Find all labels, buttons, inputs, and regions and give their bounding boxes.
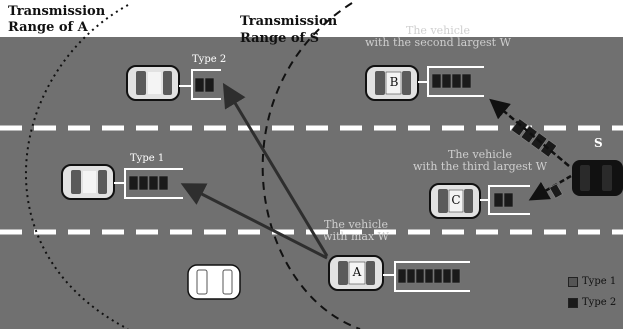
range-a-label: Transmission Range of A bbox=[8, 5, 105, 34]
packet-queue-b bbox=[427, 66, 484, 97]
transmission-range-a bbox=[24, 4, 129, 329]
car-b-label: B bbox=[389, 75, 399, 89]
legend-item-type2: Type 2 bbox=[568, 297, 616, 308]
vehicle-c-note: The vehicle with the third largest W bbox=[405, 149, 555, 172]
car-c bbox=[429, 183, 481, 219]
range-s-label: Transmission Range of S bbox=[240, 15, 337, 45]
legend-label-type1: Type 1 bbox=[582, 276, 617, 287]
legend-swatch-type2 bbox=[568, 297, 578, 308]
car-type2-sender bbox=[126, 65, 180, 101]
transmission-range-s bbox=[261, 2, 361, 329]
vehicle-b-note-line1: The vehicle bbox=[406, 24, 470, 37]
range-a-label-line1: Transmission bbox=[8, 4, 106, 19]
arrow-a-to-type2 bbox=[222, 82, 329, 257]
arrow-s-to-c bbox=[528, 174, 572, 201]
arrow-a-to-type1 bbox=[180, 183, 328, 260]
vehicle-a-note-line1: The vehicle bbox=[324, 218, 388, 231]
car-idle bbox=[187, 264, 241, 300]
vehicle-c-note-line1: The vehicle bbox=[448, 148, 512, 161]
type1-queue-label: Type 1 bbox=[130, 153, 165, 164]
vehicle-a-note: The vehicle with max W bbox=[310, 219, 402, 242]
range-s-label-line2: Range of S bbox=[240, 30, 320, 46]
type2-queue-label: Type 2 bbox=[192, 54, 227, 65]
arrow-s-to-b bbox=[489, 98, 570, 167]
packet-queue-a bbox=[394, 261, 470, 292]
range-s-label-line1: Transmission bbox=[240, 14, 338, 29]
car-c-label: C bbox=[451, 193, 461, 207]
vehicle-b-note-line2: with the second largest W bbox=[365, 35, 511, 49]
vehicle-a-note-line2: with max W bbox=[323, 229, 389, 243]
source-s-label: S bbox=[594, 136, 603, 150]
range-a-label-line2: Range of A bbox=[8, 19, 88, 35]
car-a-label: A bbox=[352, 265, 362, 279]
packet-queue-c bbox=[488, 185, 530, 215]
legend-item-type1: Type 1 bbox=[568, 276, 616, 287]
vehicle-c-note-line2: with the third largest W bbox=[412, 159, 548, 173]
broadcast-packet bbox=[549, 183, 563, 199]
car-a bbox=[328, 255, 384, 291]
car-type1-sender bbox=[61, 164, 115, 200]
source-vehicle-s bbox=[572, 160, 623, 196]
packet-queue-type2 bbox=[191, 69, 221, 100]
legend-label-type2: Type 2 bbox=[582, 297, 617, 308]
vehicle-b-note: The vehicle with the second largest W bbox=[363, 25, 513, 48]
packet-queue-type1 bbox=[124, 168, 183, 199]
legend-swatch-type1 bbox=[568, 276, 578, 287]
